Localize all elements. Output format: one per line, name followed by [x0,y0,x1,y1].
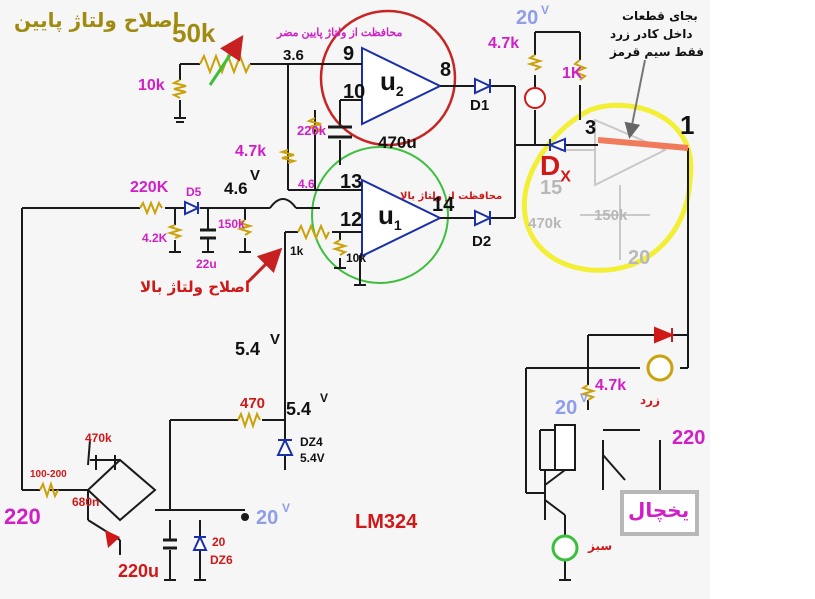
pin-9: 9 [343,43,355,65]
voltage-220-input: 220 [4,504,41,529]
resistor-4-7k-left: 4.7k [235,143,267,160]
wires [21,31,689,581]
pin-12: 12 [340,209,363,231]
capacitor-symbols [163,125,352,550]
voltage-unit-5-4-zener: V [320,391,329,405]
voltage-unit-20-output: V [282,501,291,515]
pin-3: 3 [585,117,597,139]
relay-coil [554,424,576,471]
diode-dz6-label: DZ6 [210,553,233,567]
diode-d1-label: D1 [470,97,490,114]
diode-dz6-voltage: 20 [212,535,226,549]
diode-dx-label: DX [540,150,571,186]
voltage-20-top: 20 [516,7,539,29]
voltage-unit-20-top: V [541,3,550,17]
bridge-damaged-diode [105,530,120,548]
resistor-4-2k: 4.2K [142,231,168,245]
led-yellow-label: زرد [640,393,660,407]
diode-symbols [184,77,566,551]
diode-d2-label: D2 [472,233,492,250]
resistor-4-7k-top: 4.7k [488,35,520,52]
resistor-220k-feedback: 220k [297,123,326,138]
ghost-pin-20: 20 [628,247,651,269]
ghost-resistor-150k: 150k [594,207,628,224]
cap-680n: 680n [72,495,100,509]
pin-14: 14 [432,194,455,216]
led-green-indicator [551,534,579,562]
resistor-1k: 1k [290,244,304,258]
note-low-protect: محافظت از ولتاژ پایین مضر [277,27,403,39]
replacement-wire [597,137,689,151]
resistor-150k: 150k [218,217,245,231]
cap-22u: 22u [196,257,217,271]
diode-dz4-voltage: 5.4V [300,451,325,465]
fridge-box [620,490,699,536]
led-green-label: سبز [588,539,613,553]
chip-label: LM324 [355,511,418,533]
voltage-unit-5-4-mid: V [270,331,281,348]
high-voltage-protection-circle [311,146,449,284]
resistor-100-200: 100-200 [30,469,67,480]
ghost-resistor-470k: 470k [528,215,562,232]
pot-wiper-arrow [208,35,244,86]
voltage-5-4-mid: 5.4 [235,339,261,359]
voltage-unit-4-6: V [250,167,261,184]
pin-10: 10 [343,81,366,103]
u1-label: u1 [378,200,402,234]
fridge-label: یخچال [628,498,690,522]
voltage-5-4-zener: 5.4 [286,399,312,419]
cap-470u: 470u [378,133,417,152]
note-high-adjust: اصلاح ولتاژ بالا [140,278,251,296]
ghost-pin-15: 15 [540,177,563,199]
resistor-220k-input: 220K [130,179,169,196]
resistor-10k-mid: 10k [346,251,367,265]
voltage-3-6: 3.6 [283,47,304,64]
note-replace-line1: بجای قطعات [622,9,698,23]
title-low-voltage-adjust: اصلاح ولتاژ پایین [14,8,180,32]
opamp-u1 [361,178,443,258]
pin-8: 8 [440,59,452,81]
resistor-470: 470 [240,395,266,412]
led-yellow-indicator [646,354,674,382]
voltage-4-6: 4.6 [224,179,248,198]
note-replace-line3: فقط سیم قرمز [610,45,705,59]
cap-220u: 220u [118,561,160,581]
diode-d5-label: D5 [186,185,202,199]
resistor-10k-top: 10k [138,77,165,94]
note-high-protect: محافظت از ولتاژ بالا [400,191,503,202]
pot-value-label: 50k [172,18,216,48]
u2-label: u2 [380,66,404,100]
pin-13: 13 [340,171,363,193]
voltage-220-relay: 220 [672,427,706,449]
pin-1: 1 [680,110,695,140]
voltage-4-6-small: 4.6 [298,177,315,191]
relay-diode [654,326,675,344]
low-voltage-protection-circle [319,9,457,147]
resistor-1k-top: 1K [562,65,583,82]
resistor-4-7k-yellow: 4.7k [595,377,627,394]
voltage-unit-20-relay: V [580,391,589,405]
led-red-indicator [524,87,546,109]
resistor-470k: 470k [85,431,112,445]
note-replace-line2: داخل کادر زرد [610,27,693,41]
voltage-20-relay: 20 [555,397,578,419]
voltage-20-output: 20 [256,507,279,529]
replacement-highlight-area [521,102,694,273]
diode-dz4-label: DZ4 [300,435,323,449]
opamp-u2 [361,46,443,126]
